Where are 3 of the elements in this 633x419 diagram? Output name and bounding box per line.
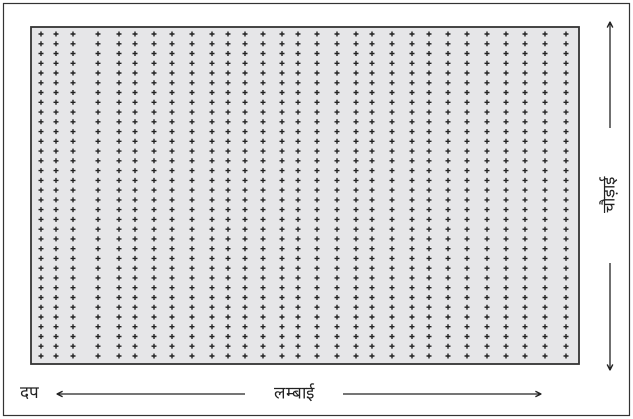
corner-label: दप	[20, 385, 39, 402]
dimension-label: लम्बाई	[274, 386, 314, 402]
dimension-label: चौड़ाई	[602, 177, 618, 213]
